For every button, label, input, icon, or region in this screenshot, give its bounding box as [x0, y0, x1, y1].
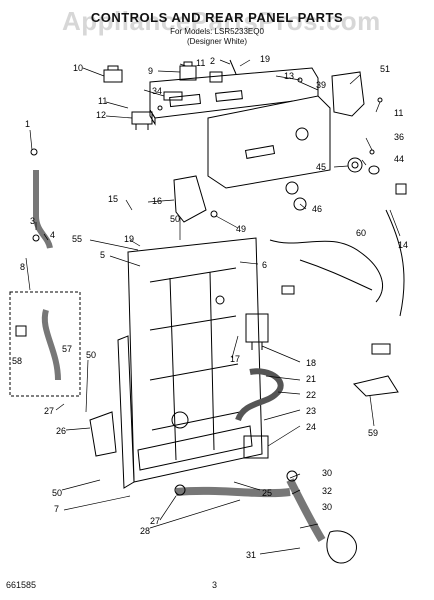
callout-3: 3 — [30, 216, 35, 226]
fill-hose — [30, 148, 53, 249]
callout-36: 36 — [394, 132, 404, 142]
callout-39: 39 — [316, 80, 326, 90]
callout-16: 16 — [152, 196, 162, 206]
callout-15: 15 — [108, 194, 118, 204]
callout-60: 60 — [356, 228, 366, 238]
model-number: For Models: LSR5233EQ0 — [170, 27, 264, 36]
callout-50: 50 — [52, 488, 62, 498]
callout-6: 6 — [262, 260, 267, 270]
callout-11: 11 — [196, 58, 205, 68]
callout-22: 22 — [306, 390, 316, 400]
callout-49: 49 — [236, 224, 246, 234]
callout-14: 14 — [398, 240, 408, 250]
callout-25: 25 — [262, 488, 272, 498]
callout-8: 8 — [20, 262, 25, 272]
callout-24: 24 — [306, 422, 316, 432]
callout-50: 50 — [170, 214, 180, 224]
callout-27: 27 — [44, 406, 54, 416]
callout-21: 21 — [306, 374, 316, 384]
bracket — [331, 71, 365, 117]
callout-30: 30 — [322, 502, 332, 512]
callout-27: 27 — [150, 516, 160, 526]
callout-34: 34 — [152, 86, 162, 96]
callout-28: 28 — [140, 526, 150, 536]
page-number: 3 — [212, 580, 218, 590]
callout-23: 23 — [306, 406, 316, 416]
callout-2: 2 — [210, 56, 215, 66]
document-code: 661585 — [6, 580, 37, 590]
callout-32: 32 — [322, 486, 332, 496]
callout-31: 31 — [246, 550, 256, 560]
callout-18: 18 — [306, 358, 316, 368]
rear-panel — [117, 237, 263, 489]
watermark: AppliancePartsPros.com — [62, 6, 381, 36]
drain-hose — [174, 470, 357, 564]
callout-11: 11 — [98, 96, 107, 106]
callout-11: 11 — [394, 108, 403, 118]
wire-harness — [269, 183, 407, 355]
console-back-panel — [207, 95, 331, 189]
callout-50: 50 — [86, 350, 96, 360]
diagram-title: CONTROLS AND REAR PANEL PARTS — [90, 10, 344, 25]
callout-12: 12 — [96, 110, 106, 120]
motor-plate — [89, 411, 117, 457]
callout-46: 46 — [312, 204, 322, 214]
callout-19: 19 — [124, 234, 134, 244]
callout-4: 4 — [50, 230, 55, 240]
callout-19: 19 — [260, 54, 270, 64]
callout-9: 9 — [148, 66, 153, 76]
callout-55: 55 — [72, 234, 82, 244]
mounting-clip — [353, 375, 399, 397]
callout-45: 45 — [316, 162, 326, 172]
callout-58: 58 — [12, 356, 22, 366]
callout-30: 30 — [322, 468, 332, 478]
callout-26: 26 — [56, 426, 66, 436]
callout-1: 1 — [25, 119, 30, 129]
callout-44: 44 — [394, 154, 404, 164]
water-valve — [235, 313, 284, 459]
inlet-hose-kit — [9, 291, 81, 397]
callout-51: 51 — [380, 64, 390, 74]
callout-59: 59 — [368, 428, 378, 438]
callout-17: 17 — [230, 354, 240, 364]
callout-57: 57 — [62, 344, 72, 354]
designer-color: (Designer White) — [186, 37, 247, 46]
callouts: 10 9 2 11 19 13 39 11 12 34 51 11 36 44 … — [12, 54, 408, 560]
callout-13: 13 — [284, 71, 294, 81]
callout-10: 10 — [73, 63, 83, 73]
callout-7: 7 — [54, 504, 59, 514]
control-housing — [173, 175, 207, 223]
callout-5: 5 — [100, 250, 105, 260]
